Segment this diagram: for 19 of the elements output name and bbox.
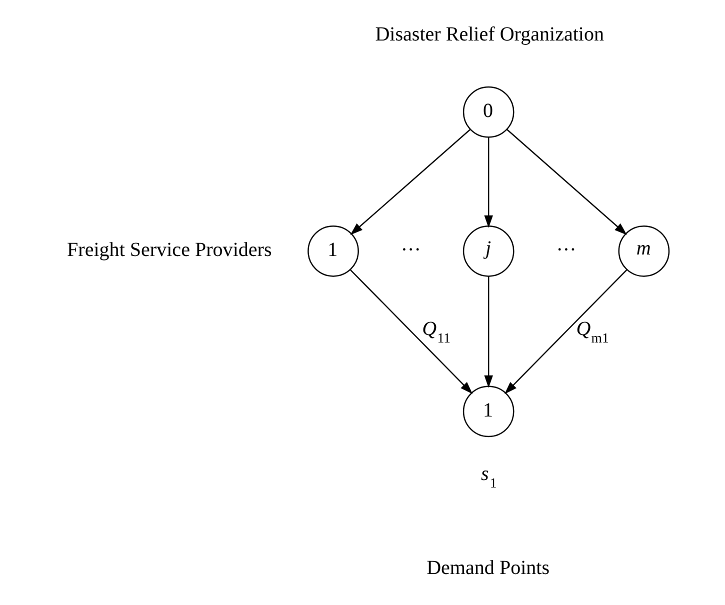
label: ··· (400, 238, 420, 261)
arrow (484, 137, 492, 228)
label: Disaster Relief Organization (374, 23, 604, 46)
edge-label: Q$_{11}$ (422, 318, 450, 346)
arrow (506, 129, 626, 235)
arrow (350, 269, 472, 394)
node-circle: 1 (307, 225, 358, 277)
node-circle: m (618, 225, 670, 277)
label: Demand Points (426, 557, 550, 580)
node-label: s$_{1}$ (480, 463, 496, 491)
node-circle: 1 (462, 386, 514, 438)
edge-label: Q$_{m1}$ (576, 318, 608, 346)
arrow (484, 276, 492, 388)
node-circle: 0 (462, 86, 514, 138)
label: ··· (556, 238, 576, 261)
arrow (350, 129, 470, 235)
label: Freight Service Providers (66, 238, 272, 261)
node-circle: j (462, 225, 514, 277)
arrow (504, 269, 627, 394)
